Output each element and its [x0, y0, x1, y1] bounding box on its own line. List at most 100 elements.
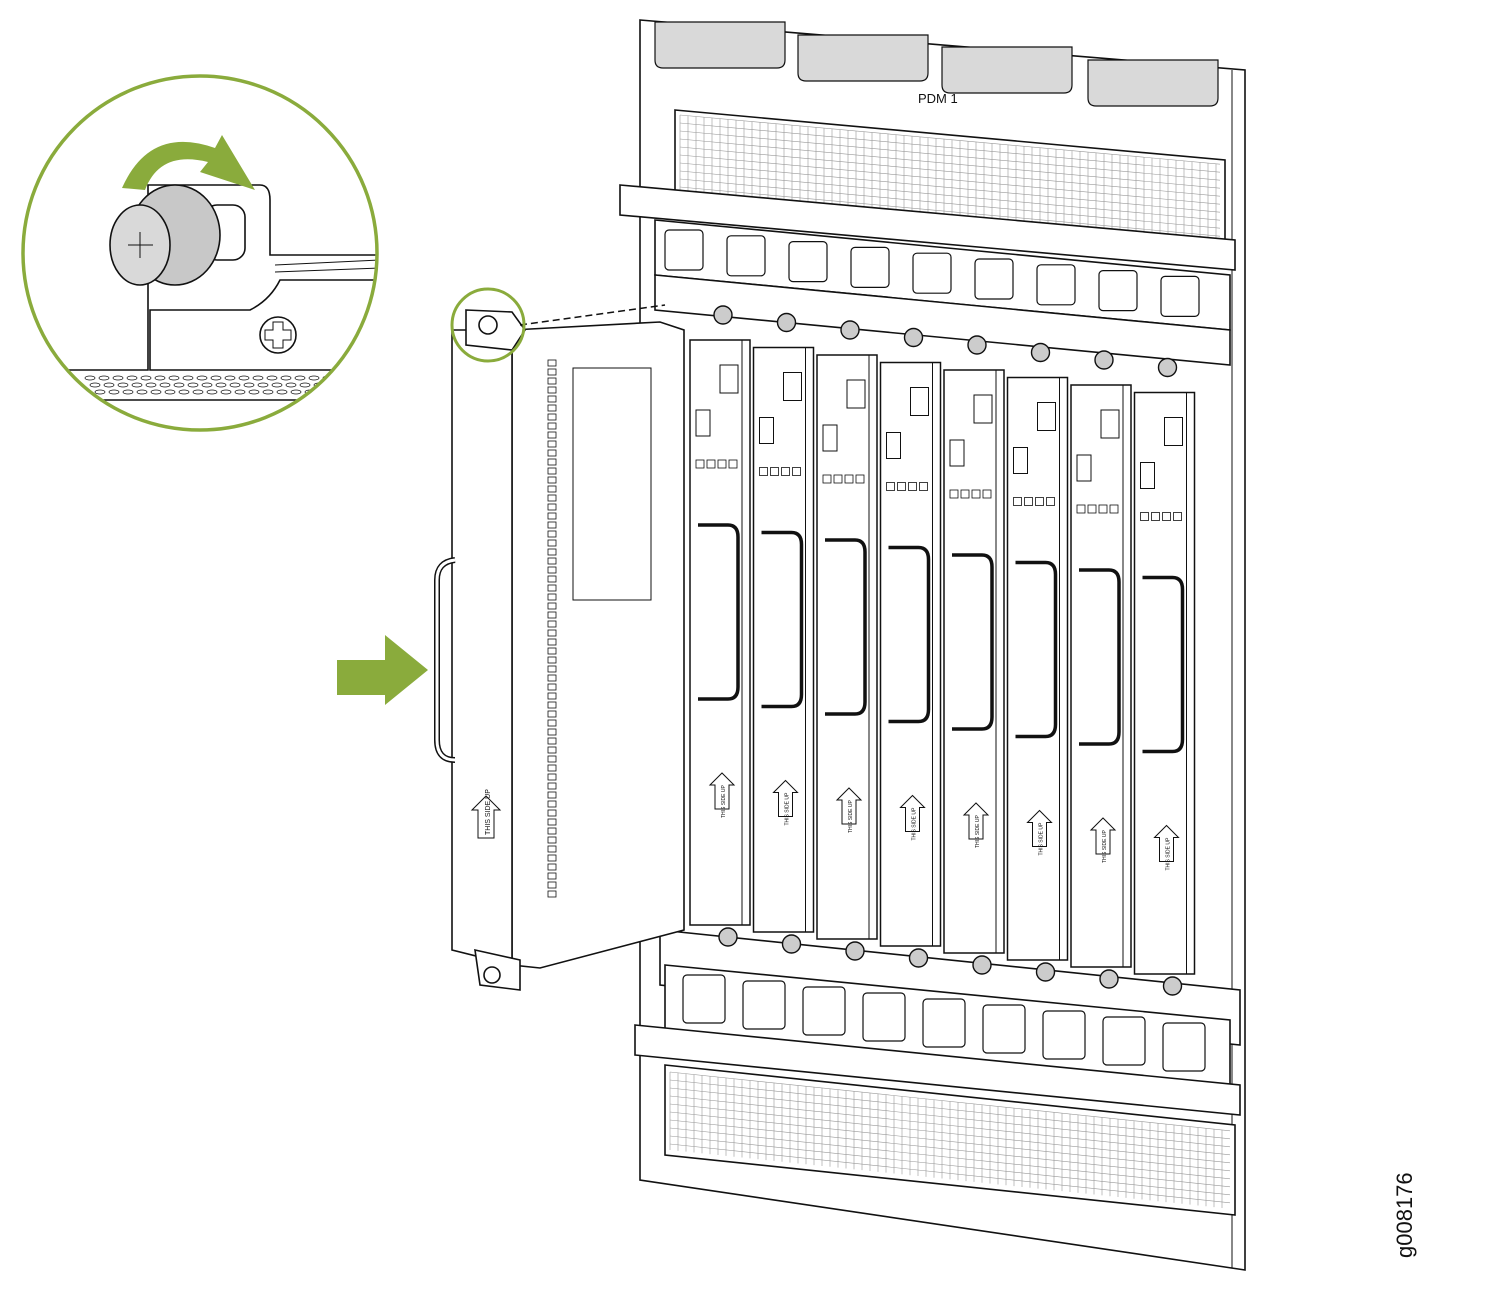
power-switch [949, 439, 965, 467]
chassis: PDM 1 [619, 19, 1246, 1271]
this-side-up-label: THIS SIDE UP [485, 789, 492, 835]
up-arrow-icon [708, 772, 736, 810]
this-side-up-label: THIS SIDE UP [1102, 830, 1108, 863]
rotate-clockwise-arrow-icon [122, 135, 255, 190]
module-handle [761, 530, 804, 709]
power-switch [1140, 462, 1155, 489]
bottom-connectors [682, 974, 1206, 1072]
installed-power-module: THIS SIDE UP [1070, 350, 1132, 989]
power-switch [822, 424, 838, 452]
up-arrow-icon [1026, 809, 1053, 847]
thumbscrew-icon [908, 948, 929, 968]
input-connector [1160, 275, 1200, 317]
status-leds [973, 394, 993, 424]
this-side-up-label: THIS SIDE UP [848, 800, 854, 833]
figure-id: g008176 [1392, 1172, 1417, 1258]
bottom-bracket [634, 1024, 1241, 1116]
thumbscrew-icon [840, 320, 860, 340]
pdm-top-panels [654, 21, 1219, 107]
pdm-panel [941, 46, 1073, 94]
thumbscrew-icon [713, 305, 733, 325]
power-switch [695, 409, 711, 437]
up-arrow-icon [772, 779, 799, 817]
output-connector [742, 980, 786, 1030]
status-leds [846, 379, 866, 409]
pdm-label: PDM 1 [918, 91, 958, 106]
thumbscrew-icon [1162, 976, 1183, 996]
input-connector [788, 241, 828, 283]
input-connector [850, 246, 890, 288]
up-arrow-icon [1089, 817, 1117, 855]
module-handle [1015, 560, 1058, 739]
thumbscrew-icon [776, 312, 797, 333]
status-leds [783, 372, 802, 401]
power-switch [1013, 447, 1028, 474]
module-handle [1142, 575, 1185, 754]
top-bracket [619, 184, 1236, 271]
output-connector [862, 992, 906, 1042]
status-leds [1100, 409, 1120, 439]
up-arrow-icon [899, 794, 926, 832]
this-side-up-label: THIS SIDE UP [785, 792, 791, 825]
input-connector [726, 235, 766, 277]
thumbscrew-icon [967, 335, 987, 355]
vent-slots [547, 359, 557, 898]
status-leds [1037, 402, 1056, 431]
thumbscrew-icon [903, 327, 924, 348]
status-leds [910, 387, 929, 416]
installed-power-module: THIS SIDE UP [816, 320, 878, 961]
module-handle [698, 523, 740, 701]
thumbscrew-icon [1030, 342, 1051, 363]
output-connector [1042, 1010, 1086, 1060]
pdm-panel [1087, 59, 1219, 107]
thumbscrew-icon [1157, 357, 1178, 378]
installed-power-module: THIS SIDE UP [879, 327, 942, 968]
insert-direction-arrow-icon [337, 635, 428, 705]
output-connector [1102, 1016, 1146, 1066]
thumbscrew-icon [718, 927, 738, 947]
thumbscrew-icon [1035, 962, 1056, 982]
module-handle [825, 538, 867, 716]
power-switch [759, 417, 774, 444]
input-connector [664, 229, 704, 271]
installed-power-module: THIS SIDE UP [943, 335, 1005, 975]
module-handle [888, 545, 931, 724]
module-handle [952, 553, 994, 731]
thumbscrew-icon [1099, 969, 1119, 989]
input-connector [1098, 270, 1138, 312]
module-rail-top [654, 274, 1231, 366]
this-side-up-label: THIS SIDE UP [912, 807, 918, 840]
output-connector [682, 974, 726, 1024]
power-module-being-installed[interactable]: THIS SIDE UP [434, 309, 685, 991]
pdm-panel [797, 34, 929, 82]
up-arrow-icon [835, 787, 863, 825]
output-connector [922, 998, 966, 1048]
top-grid [679, 114, 1221, 244]
up-arrow-icon [962, 802, 990, 840]
bottom-grid [669, 1071, 1231, 1208]
installed-power-module: THIS SIDE UP [752, 312, 815, 954]
installed-power-modules: THIS SIDE UP THIS SIDE UP THIS SIDE UP THIS… [689, 305, 1196, 996]
this-side-up-label: THIS SIDE UP [1039, 822, 1045, 855]
top-connectors [664, 229, 1200, 317]
installed-power-module: THIS SIDE UP [1006, 342, 1069, 982]
output-connector [1162, 1022, 1206, 1072]
alignment-dashed-line [519, 304, 666, 326]
thumbscrew-icon [781, 934, 802, 954]
thumbscrew-icon [1094, 350, 1114, 370]
power-switch [886, 432, 901, 459]
thumbscrew-icon [478, 315, 498, 335]
this-side-up-label: THIS SIDE UP [975, 815, 981, 848]
module-handle [1079, 568, 1121, 746]
this-side-up-label: THIS SIDE UP [1166, 837, 1172, 870]
status-leds [1164, 417, 1183, 446]
input-connector [1036, 264, 1076, 306]
installed-power-module: THIS SIDE UP [1133, 357, 1196, 996]
power-switch [1076, 454, 1092, 482]
output-connector [982, 1004, 1026, 1054]
installed-power-module: THIS SIDE UP [689, 305, 751, 947]
thumbscrew-highlight-circle [450, 287, 526, 363]
pdm-panel [654, 21, 786, 69]
status-leds [719, 364, 739, 394]
